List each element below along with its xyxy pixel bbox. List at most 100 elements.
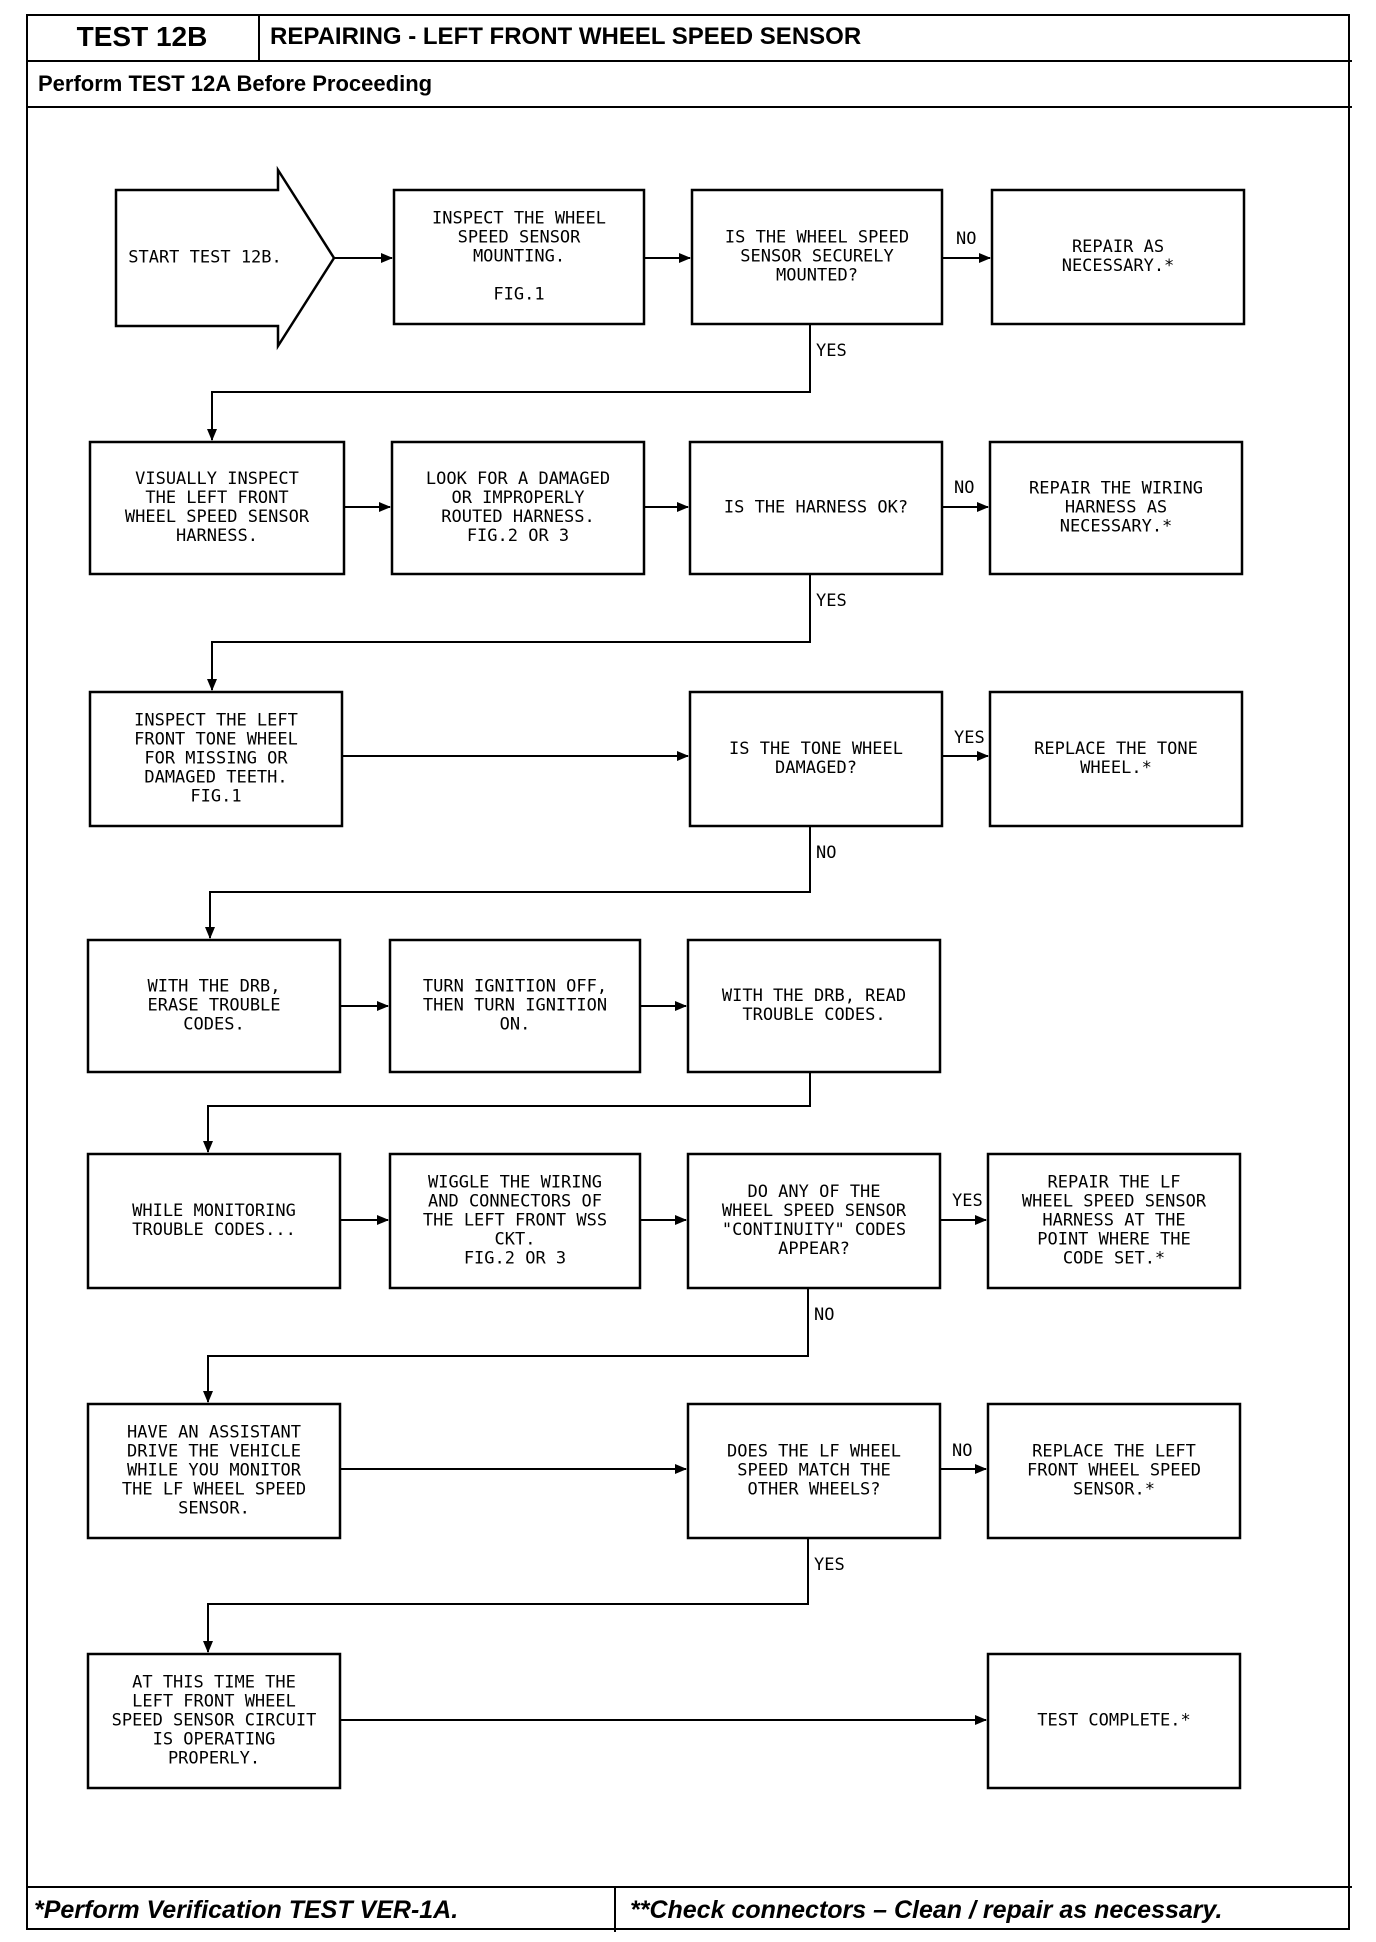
node-text-line: OR IMPROPERLY [451,488,584,508]
node-start: START TEST 12B. [114,165,336,351]
process-box [986,1652,1242,1790]
process-box [990,188,1246,326]
node-text-line: HAVE AN ASSISTANT [127,1423,301,1443]
node-text-line: TROUBLE CODES... [132,1220,296,1240]
branch-label-yes: YES [952,1191,983,1211]
process-box [988,440,1244,576]
branch-label-yes: YES [954,728,985,748]
edge-tone-no [205,824,811,939]
branch-label-yes: YES [814,1555,845,1575]
node-text-line: CKT. [495,1230,536,1250]
node-text-line: ROUTED HARNESS. [441,507,595,527]
node-text-line: WHEEL SPEED SENSOR [722,1201,907,1221]
node-text-line: WITH THE DRB, READ [722,986,906,1006]
edge-continuity-no [203,1287,809,1403]
process-box [88,690,344,828]
process-box [86,1652,342,1790]
node-text-line: IS THE TONE WHEEL [729,739,903,759]
node-text-line: ON. [500,1015,531,1035]
process-box [86,1152,342,1290]
node-text-line: LOOK FOR A DAMAGED [426,469,610,489]
process-box [86,938,342,1074]
node-text-line: CODES. [183,1015,244,1035]
node-text-line: FIG.2 OR 3 [467,526,569,546]
node-text-line: FRONT WHEEL SPEED [1027,1461,1201,1481]
node-text-line: REPLACE THE LEFT [1032,1442,1196,1462]
node-text-line: WITH THE DRB, [147,977,280,997]
process-box [686,938,942,1074]
footer-verification-note: *Perform Verification TEST VER-1A. [26,1886,616,1932]
node-text-line: WHILE YOU MONITOR [127,1461,302,1481]
node-text-line: AT THIS TIME THE [132,1673,296,1693]
process-box [986,1402,1242,1540]
decision-box [690,188,944,326]
node-text-line: PROPERLY. [168,1749,260,1769]
node-text-line: SPEED SENSOR CIRCUIT [112,1711,317,1731]
node-text-line: FOR MISSING OR [144,749,288,769]
node-q-harness: IS THE HARNESS OK? [688,440,944,576]
node-text-line: TURN IGNITION OFF, [423,977,607,997]
test-title: REPAIRING - LEFT FRONT WHEEL SPEED SENSO… [260,14,1352,62]
node-text-line: REPLACE THE TONE [1034,739,1198,759]
node-text-line: THE LF WHEEL SPEED [122,1480,306,1500]
node-text-line: VISUALLY INSPECT [135,469,299,489]
node-text-line: DAMAGED? [775,758,857,778]
node-text-line: FIG.1 [493,285,544,305]
node-text-line: NECESSARY.* [1062,256,1175,276]
process-box [88,440,346,576]
branch-label-no: NO [952,1441,972,1461]
node-text-line: HARNESS AS [1065,498,1167,518]
node-text-line: REPAIR THE WIRING [1029,479,1203,499]
process-box [986,1152,1242,1290]
decision-box [688,440,944,576]
node-text-line: DO ANY OF THE [747,1182,880,1202]
node-text-line: WHEEL SPEED SENSOR [1022,1192,1207,1212]
node-text-line: FRONT TONE WHEEL [134,730,298,750]
node-text-line: TROUBLE CODES. [742,1005,885,1025]
edge-speed-yes [203,1537,809,1653]
decision-box [686,1402,942,1540]
node-text-line: WIGGLE THE WIRING [428,1173,602,1193]
branch-label-no: NO [816,843,836,863]
node-text-line: SENSOR. [178,1499,250,1519]
node-text-line: SENSOR SECURELY [740,247,894,267]
process-box [86,1402,342,1540]
branch-label-yes: YES [816,341,847,361]
node-text-line: DOES THE LF WHEEL [727,1442,901,1462]
edge-read-to-monitoring [203,1072,811,1153]
node-text-line: POINT WHERE THE [1037,1230,1191,1250]
process-box [390,440,646,576]
node-text-line: THEN TURN IGNITION [423,996,607,1016]
footer-connectors-note: **Check connectors – Clean / repair as n… [616,1886,1352,1932]
node-text-line: HARNESS. [176,526,258,546]
node-text-line: WHEEL.* [1080,758,1152,778]
node-text-line: IS THE WHEEL SPEED [725,228,909,248]
node-text-line: START TEST 12B. [128,248,282,268]
node-text-line: ERASE TROUBLE [147,996,280,1016]
node-text-line: REPAIR THE LF [1047,1173,1180,1193]
node-complete: TEST COMPLETE.* [986,1652,1242,1790]
node-text-line: INSPECT THE LEFT [134,711,298,731]
diagnostic-sheet: TEST 12B REPAIRING - LEFT FRONT WHEEL SP… [26,14,1352,1932]
node-text-line: SPEED SENSOR [458,228,582,248]
node-text-line: TEST COMPLETE.* [1037,1711,1191,1731]
node-text-line: "CONTINUITY" CODES [722,1220,906,1240]
node-text-line: LEFT FRONT WHEEL [132,1692,296,1712]
node-text-line: THE LEFT FRONT [145,488,288,508]
